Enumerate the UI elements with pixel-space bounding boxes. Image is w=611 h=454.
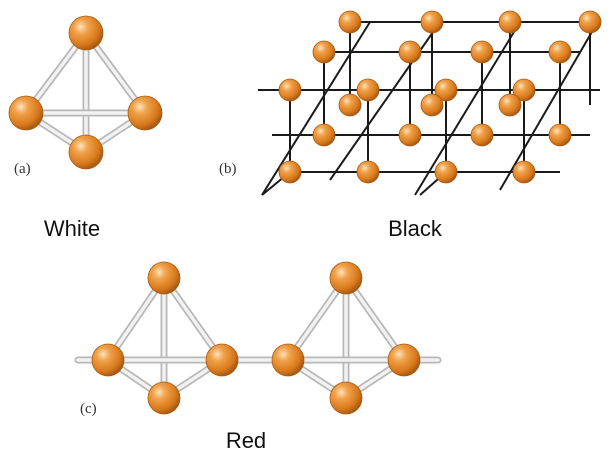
lattice-bond: [261, 21, 371, 196]
lattice-bond: [329, 21, 441, 181]
lattice-atom: [398, 123, 422, 147]
lattice-atom: [420, 10, 444, 34]
lattice-atom: [548, 40, 572, 64]
lattice-atom: [312, 123, 336, 147]
lattice-atom: [548, 123, 572, 147]
bond-rod: [284, 274, 350, 364]
lattice-atom: [356, 160, 380, 184]
lattice-atom: [470, 123, 494, 147]
lattice-atom: [398, 40, 422, 64]
chain-atom: [91, 343, 125, 377]
lattice-atom: [512, 78, 536, 102]
red-phosphorus-chain: [74, 261, 442, 415]
lattice-atom: [512, 160, 536, 184]
lattice-atom: [338, 93, 362, 117]
lattice-atom: [578, 10, 602, 34]
lattice-bond: [414, 21, 521, 196]
chain-atom: [147, 261, 181, 295]
chain-atom: [271, 343, 305, 377]
caption-black: Black: [388, 216, 443, 241]
panel-label-c: (c): [80, 401, 97, 417]
chain-atom: [205, 343, 239, 377]
lattice-atom: [420, 93, 444, 117]
lattice-atom: [498, 93, 522, 117]
lattice-atom: [470, 40, 494, 64]
atom-right: [127, 95, 163, 131]
atom-top: [68, 15, 104, 51]
caption-red: Red: [226, 428, 266, 453]
lattice-atom: [338, 10, 362, 34]
lattice-bond: [499, 17, 601, 191]
panel-label-b: (b): [219, 161, 237, 177]
atom-front: [68, 134, 104, 170]
chain-atom: [329, 261, 363, 295]
lattice-atom: [356, 78, 380, 102]
lattice-atom: [434, 78, 458, 102]
panel-label-a: (a): [14, 161, 31, 177]
bond-rod: [160, 274, 226, 364]
lattice-atom: [434, 160, 458, 184]
chain-atom: [387, 343, 421, 377]
lattice-atom: [498, 10, 522, 34]
lattice-atom: [278, 160, 302, 184]
lattice-atom: [278, 78, 302, 102]
white-phosphorus-tetrahedron: [8, 15, 163, 170]
caption-white: White: [44, 216, 100, 241]
bond-rod: [104, 274, 168, 364]
chain-atom: [329, 381, 363, 415]
black-phosphorus-lattice: [258, 10, 602, 196]
lattice-atom: [312, 40, 336, 64]
atom-left: [8, 95, 44, 131]
bond-rod: [342, 274, 408, 364]
chain-atom: [147, 381, 181, 415]
